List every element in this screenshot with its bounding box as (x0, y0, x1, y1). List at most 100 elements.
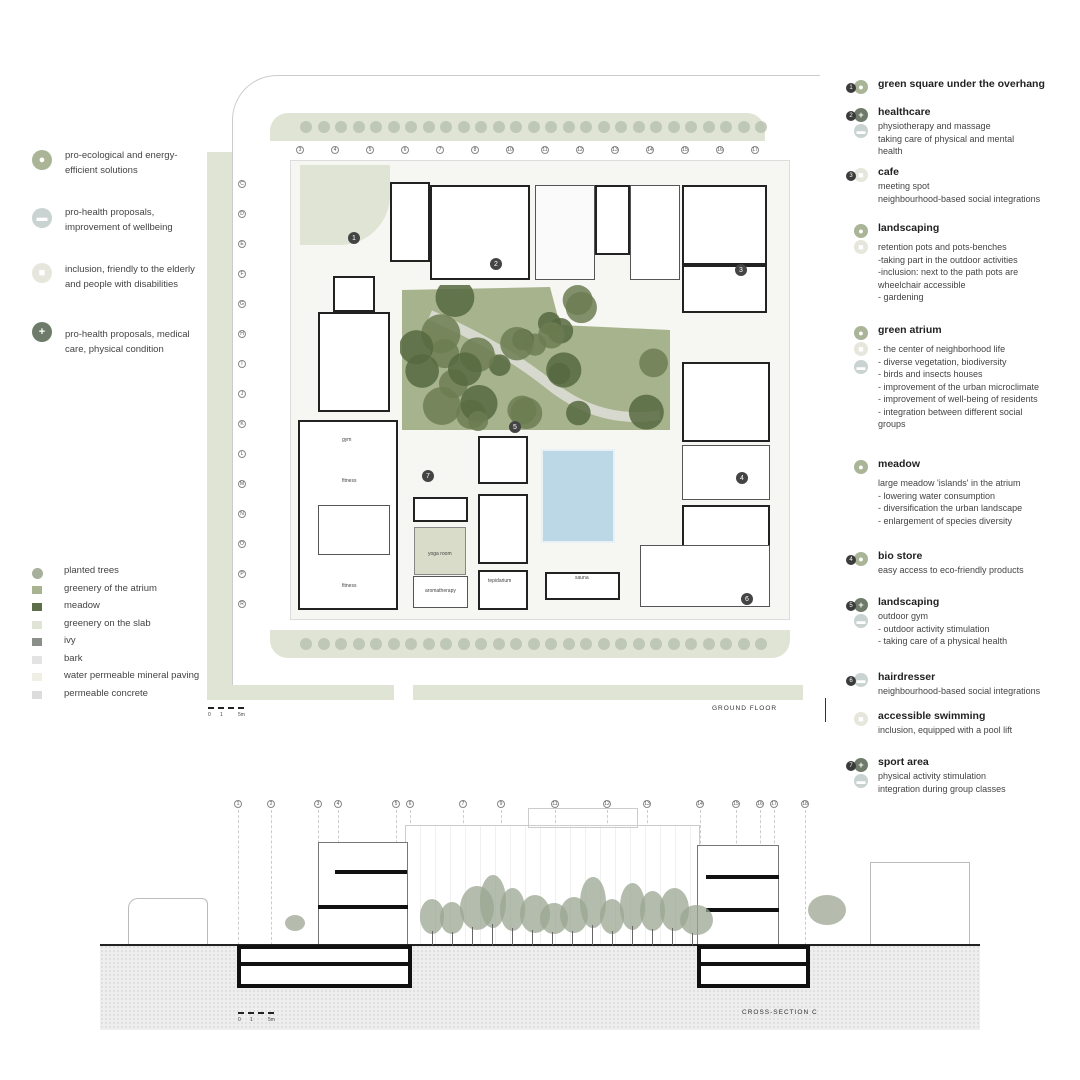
grid-axis-label: 6 (406, 800, 414, 808)
left-building-section (318, 842, 408, 945)
plan-marker: 7 (422, 470, 434, 482)
grid-axis-label: R (238, 600, 246, 608)
grid-axis-label: 11 (551, 800, 559, 808)
grid-line (271, 810, 272, 945)
heart-icon: ▬ (854, 774, 868, 788)
legend-title: sport area (878, 756, 929, 768)
grid-axis-label: 8 (471, 146, 479, 154)
planted-tree-icon (335, 121, 347, 133)
legend-line: - diversification the urban landscape (878, 503, 1023, 513)
street-outline (232, 75, 820, 700)
inclusion-icon: ■ (854, 240, 868, 254)
left-wing-apartments (318, 312, 390, 412)
legend-line: - enlargement of species diversity (878, 515, 1013, 526)
planted-tree-icon (317, 121, 330, 133)
legend-line: neighbourhood-based social integrations (878, 686, 1041, 696)
north-arrow-icon (825, 698, 826, 722)
grid-axis-label: C (238, 180, 246, 188)
marker-badge: 5 (846, 601, 856, 611)
tree-trunk (572, 930, 573, 945)
plan-marker: 1 (348, 232, 360, 244)
material-swatch (32, 655, 42, 664)
legend-line: neighbourhood-based social integrations (878, 193, 1041, 204)
atrium-tree-icon (448, 352, 482, 387)
heart-icon: ▬ (32, 208, 52, 228)
atrium-tree-icon (500, 326, 534, 361)
neighbour-building (128, 898, 208, 945)
legend-title: landscaping (878, 596, 940, 608)
planted-tree-icon (580, 121, 592, 133)
grid-axis-label: G (238, 300, 246, 308)
legend-line: - diverse vegetation, biodiversity (878, 356, 1007, 367)
cafe-seating (630, 185, 680, 280)
slab (706, 875, 779, 879)
material-swatch (32, 568, 43, 579)
medical-cross-icon: + (854, 758, 868, 772)
legend-line: groups (878, 419, 906, 429)
atrium-tree-icon (538, 321, 565, 349)
neighbour-building (870, 862, 970, 945)
room-label: fitness (342, 478, 357, 484)
planted-tree-icon (702, 121, 715, 133)
heart-icon: ▬ (854, 614, 868, 628)
room-label: yoga room (428, 551, 452, 557)
planted-tree-icon (300, 121, 312, 133)
building (478, 494, 528, 564)
planted-tree-icon (352, 121, 365, 133)
legend-line: - integration between different social (878, 406, 1023, 417)
grid-axis-label: K (238, 420, 246, 428)
grid-axis-label: 5 (366, 146, 374, 154)
material-swatch (32, 673, 42, 681)
legend-line: retention pots and pots-benches (878, 242, 1007, 252)
planted-tree-icon (317, 638, 330, 650)
room-label: sauna (575, 575, 589, 581)
tree-trunk (692, 932, 693, 945)
tree-trunk (472, 927, 473, 945)
grid-axis-label: 15 (681, 146, 689, 154)
grid-axis-label: 2 (267, 800, 275, 808)
tree-trunk (612, 931, 613, 945)
plan-marker: 4 (736, 472, 748, 484)
right-wing-apartments (682, 362, 770, 442)
marker-badge: 3 (846, 171, 856, 181)
grid-axis-label: 10 (506, 146, 514, 154)
grid-axis-label: M (238, 480, 246, 488)
inclusion-icon: ■ (32, 263, 52, 283)
legend-line: wheelchair accessible (878, 279, 966, 290)
planted-tree-icon (387, 638, 400, 650)
room-label: aromatherapy (425, 588, 456, 594)
section-tree-icon (680, 904, 714, 935)
planted-tree-icon (405, 121, 417, 133)
tree-trunk (432, 931, 433, 945)
grid-axis-label: 6 (401, 146, 409, 154)
material-swatch (32, 638, 42, 646)
atrium-tree-icon (467, 410, 489, 432)
scale-label: 0 (208, 712, 211, 718)
planted-tree-icon (615, 638, 627, 650)
slab (706, 908, 779, 912)
planted-tree-icon (422, 121, 435, 133)
atrium-tree-icon (488, 354, 511, 377)
room (535, 185, 595, 280)
planted-tree-icon (422, 638, 435, 650)
healthcare-building (430, 185, 530, 280)
scale-bar (208, 707, 244, 710)
leaf-icon: ● (854, 552, 868, 566)
material-swatch (32, 585, 42, 594)
planted-tree-icon (335, 638, 347, 650)
grid-line (805, 810, 806, 945)
legend-title: green atrium (878, 324, 942, 336)
planted-tree-icon (510, 121, 522, 133)
legend-line: - outdoor activity stimulation (878, 623, 990, 634)
inclusion-icon: ■ (854, 712, 868, 726)
grid-axis-label: 17 (751, 146, 759, 154)
planted-tree-icon (755, 121, 767, 133)
greenery-strip-bottom-left (232, 685, 394, 700)
grid-axis-label: N (238, 510, 246, 518)
legend-line: - lowering water consumption (878, 490, 996, 501)
grid-axis-label: 18 (801, 800, 809, 808)
grid-axis-label: 4 (334, 800, 342, 808)
planted-tree-icon (597, 121, 610, 133)
planted-tree-icon (457, 638, 470, 650)
tree-trunk (592, 924, 593, 945)
